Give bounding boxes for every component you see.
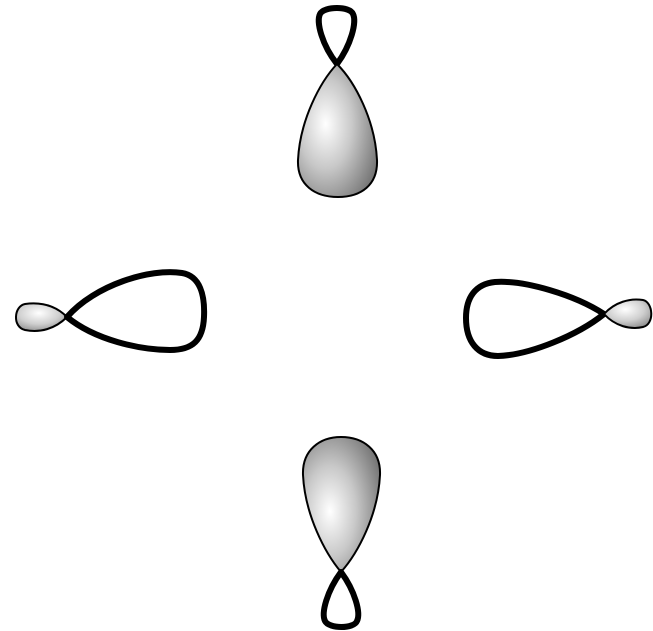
orbital-top-large-lobe xyxy=(298,64,377,197)
orbital-left-large-lobe xyxy=(67,272,204,350)
orbital-bottom-large-lobe xyxy=(303,437,380,572)
orbital-right-small-lobe xyxy=(604,300,651,328)
orbital-right xyxy=(466,282,651,356)
orbital-bottom xyxy=(303,437,380,627)
orbital-left-small-lobe xyxy=(16,303,67,331)
orbital-top-small-lobe xyxy=(319,8,354,64)
orbital-right-large-lobe xyxy=(466,282,604,356)
orbital-bottom-small-lobe xyxy=(324,572,358,627)
orbital-left xyxy=(16,272,204,350)
orbital-top xyxy=(298,8,377,197)
